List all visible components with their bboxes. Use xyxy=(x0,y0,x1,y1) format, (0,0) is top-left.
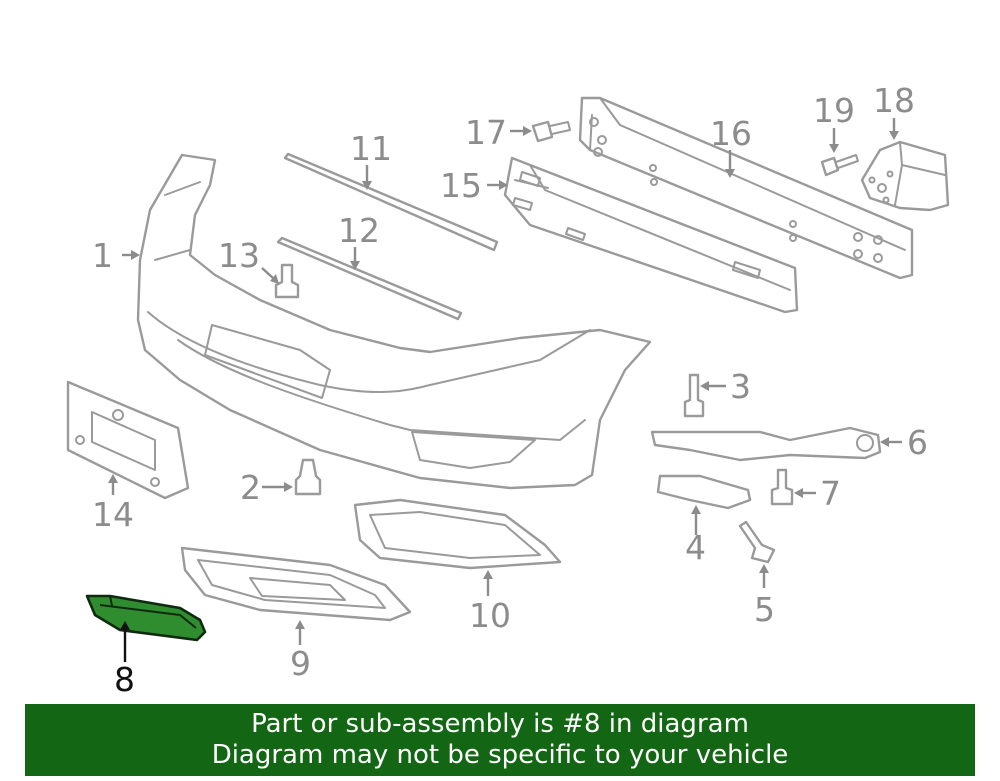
banner-line-1: Part or sub-assembly is #8 in diagram xyxy=(251,709,749,739)
callout-15: 15 xyxy=(440,166,482,205)
part-13-clip xyxy=(274,263,300,299)
part-2-clip xyxy=(294,458,322,496)
part-7-bolt xyxy=(770,468,794,506)
callout-8: 8 xyxy=(114,660,135,699)
banner-line-2: Diagram may not be specific to your vehi… xyxy=(211,740,789,770)
callout-19: 19 xyxy=(813,91,855,130)
part-10-grille xyxy=(353,498,562,570)
callout-2: 2 xyxy=(240,468,261,507)
part-3-bolt xyxy=(683,373,705,418)
callout-7: 7 xyxy=(820,474,841,513)
callout-16: 16 xyxy=(710,114,752,153)
part-14-license-bracket xyxy=(66,380,190,500)
part-8-highlighted xyxy=(85,594,207,642)
callout-18: 18 xyxy=(873,81,915,120)
callout-10: 10 xyxy=(469,596,511,635)
callout-labels: 1 2 3 4 5 6 7 8 9 10 11 12 13 14 15 16 1… xyxy=(92,81,928,699)
callout-11: 11 xyxy=(350,129,392,168)
callout-9: 9 xyxy=(290,644,311,683)
part-12-strip xyxy=(276,236,463,321)
callout-14: 14 xyxy=(92,495,134,534)
parts-diagram: 1 2 3 4 5 6 7 8 9 10 11 12 13 14 15 16 1… xyxy=(66,81,950,699)
callout-4: 4 xyxy=(685,528,706,567)
callout-12: 12 xyxy=(338,211,380,250)
callout-leaders xyxy=(108,118,902,662)
callout-3: 3 xyxy=(730,367,751,406)
part-18-bracket xyxy=(860,140,950,212)
part-6-side-bracket xyxy=(650,426,882,462)
part-9-garnish xyxy=(180,546,412,622)
part-1-bumper-cover xyxy=(136,153,652,490)
part-4-bracket xyxy=(656,474,752,510)
part-16-reinforcement-beam xyxy=(578,96,914,280)
part-11-strip xyxy=(283,152,499,252)
callout-6: 6 xyxy=(907,423,928,462)
part-5-screw xyxy=(738,520,776,564)
part-17-bolt xyxy=(531,120,571,143)
info-banner: Part or sub-assembly is #8 in diagram Di… xyxy=(25,704,975,776)
callout-5: 5 xyxy=(754,590,775,629)
callout-1: 1 xyxy=(92,236,113,275)
part-19-bolt xyxy=(820,154,859,177)
callout-13: 13 xyxy=(218,236,260,275)
part-15-absorber xyxy=(503,156,799,314)
callout-17: 17 xyxy=(465,113,507,152)
